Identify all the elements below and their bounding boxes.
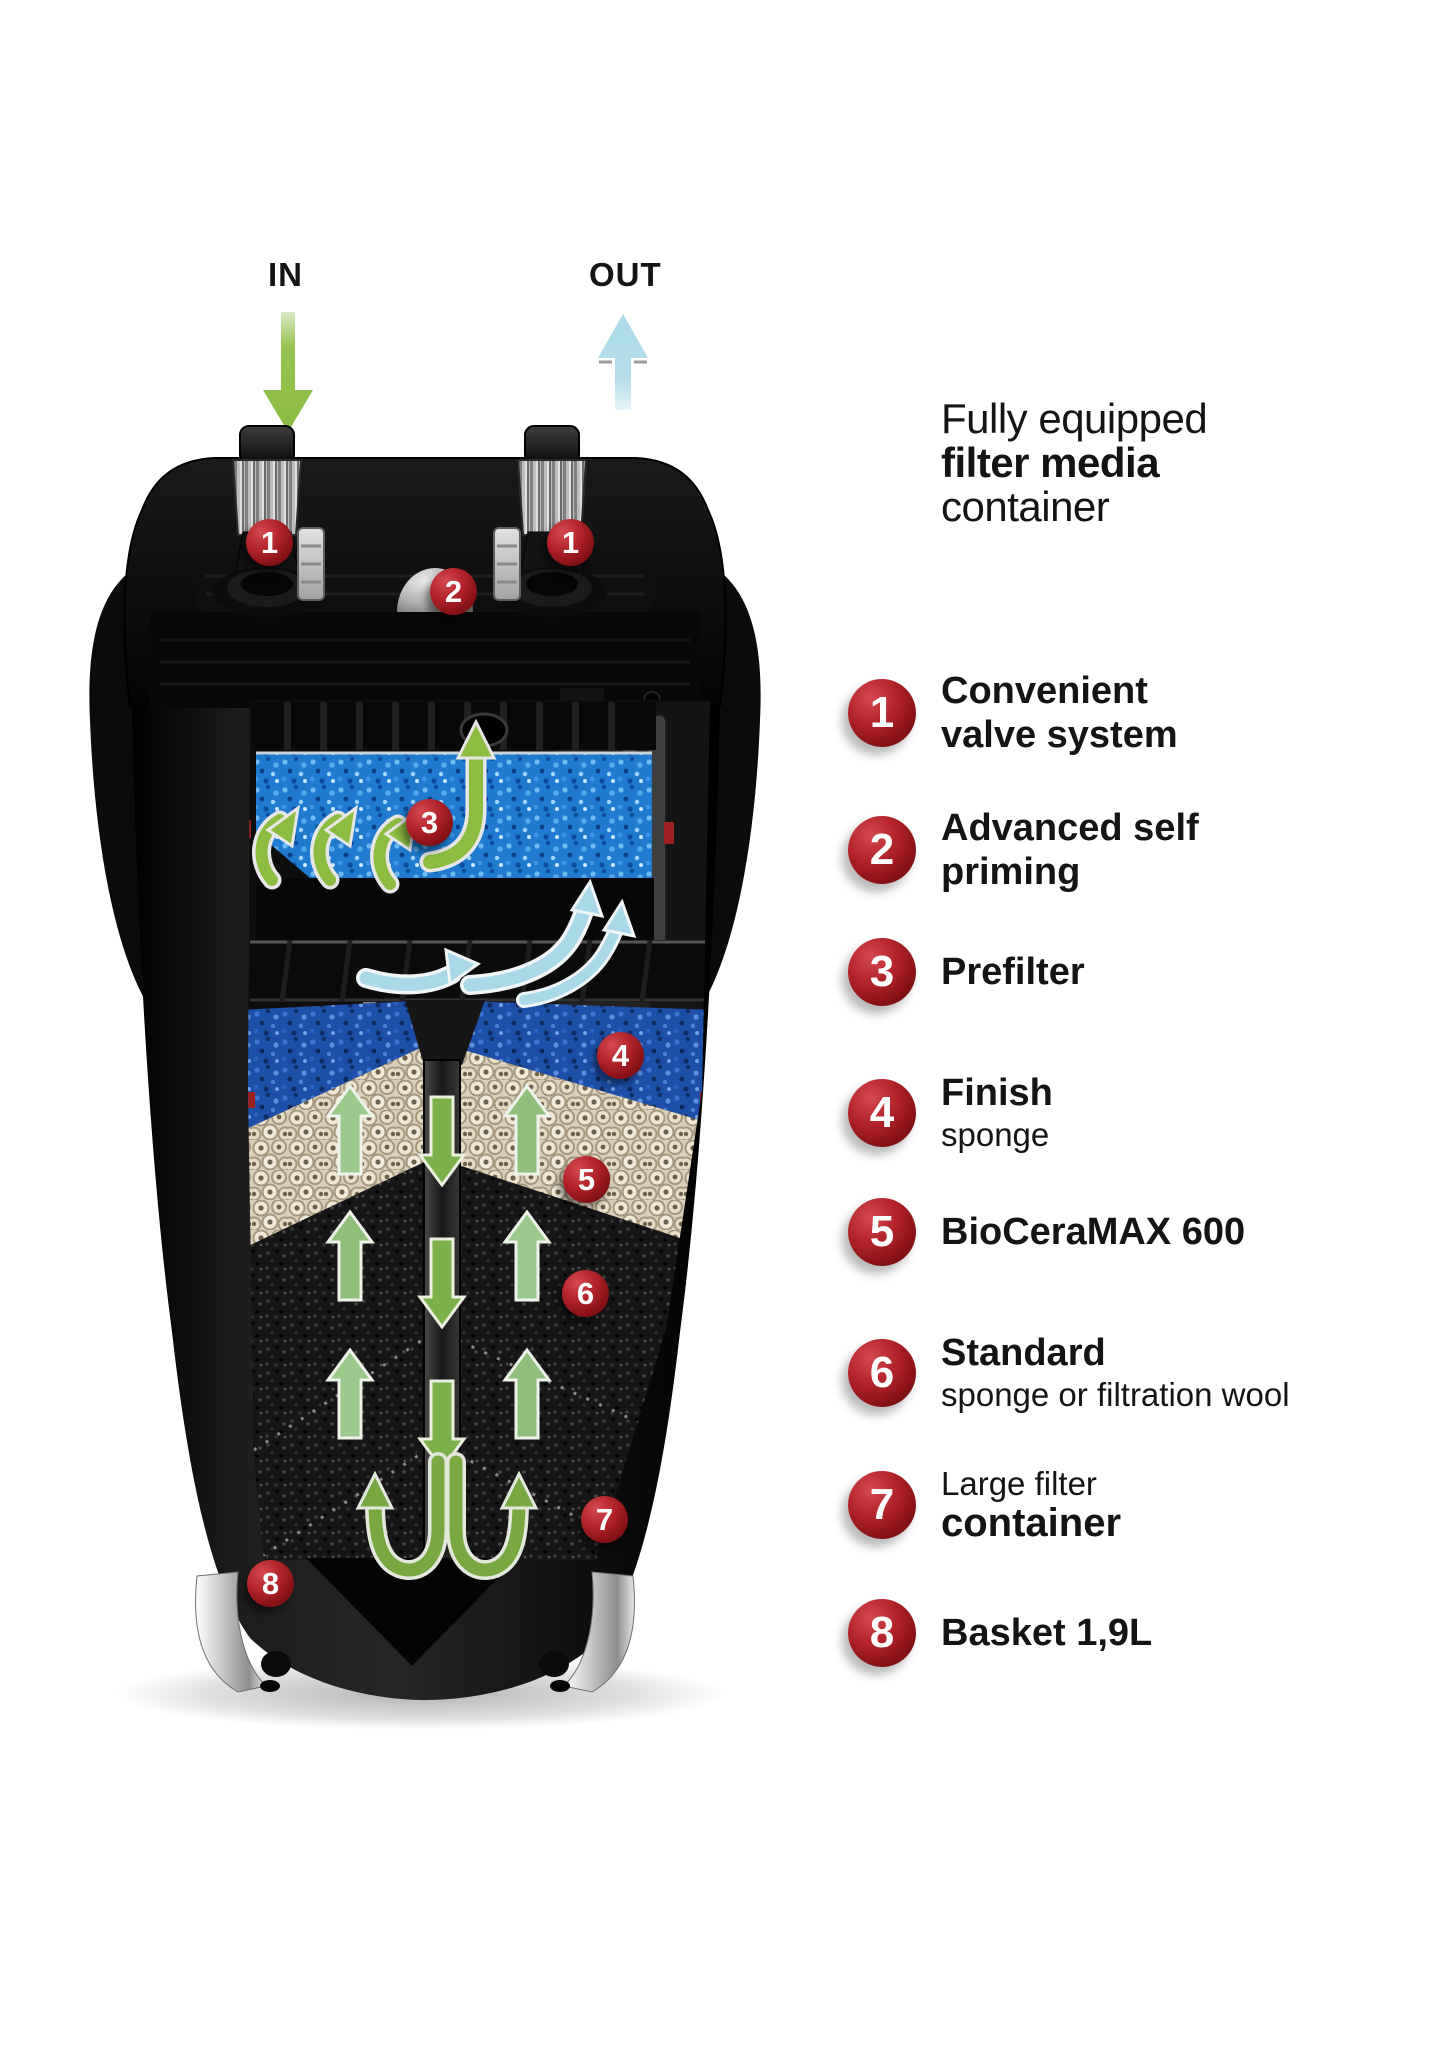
lock-clip-left: [296, 526, 326, 602]
device-badge-8: 8: [247, 1560, 294, 1607]
device-badge-7: 7: [581, 1496, 628, 1543]
title-line-3: container: [941, 483, 1110, 530]
legend-badge-8: 8: [848, 1599, 916, 1667]
prefilter-sponge: [256, 752, 652, 878]
device-badge-1-in: 1: [246, 519, 293, 566]
out-label: OUT: [589, 256, 662, 293]
in-label: IN: [268, 256, 303, 293]
legend-text-6: Standard sponge or filtration wool: [941, 1332, 1290, 1413]
title-line-2: filter media: [941, 439, 1160, 486]
legend-item-5: 5 BioCeraMAX 600: [848, 1198, 1245, 1266]
legend-item-2: 2 Advanced self priming: [848, 806, 1199, 894]
legend-item-7: 7 Large filter container: [848, 1466, 1121, 1544]
legend-badge-7: 7: [848, 1471, 916, 1539]
device-badge-5: 5: [563, 1156, 610, 1203]
legend-text-4: Finish sponge: [941, 1072, 1053, 1153]
legend-badge-2: 2: [848, 816, 916, 884]
lock-clip-right: [492, 526, 522, 602]
legend-item-1: 1 Convenient valve system: [848, 669, 1178, 757]
legend-badge-3: 3: [848, 938, 916, 1006]
in-flow-arrow: [263, 312, 313, 432]
device-badge-3: 3: [406, 799, 453, 846]
legend-text-8: Basket 1,9L: [941, 1612, 1153, 1654]
device-badge-1-out: 1: [547, 519, 594, 566]
base-feet: [195, 1571, 635, 1693]
page-title: Fully equipped filter media container: [941, 395, 1208, 530]
legend-item-3: 3 Prefilter: [848, 938, 1085, 1006]
basket-bottom: [306, 1558, 518, 1666]
canister-head: [123, 457, 727, 709]
legend-item-8: 8 Basket 1,9L: [848, 1599, 1152, 1667]
legend-text-2: Advanced self priming: [941, 807, 1199, 893]
legend-item-6: 6 Standard sponge or filtration wool: [848, 1331, 1290, 1415]
legend-badge-4: 4: [848, 1079, 916, 1147]
finish-sponge-layer: [248, 1000, 710, 1132]
legend-text-3: Prefilter: [941, 951, 1085, 993]
legend-badge-1: 1: [848, 679, 916, 747]
legend-text-7: Large filter container: [941, 1465, 1122, 1545]
legend-text-1: Convenient valve system: [941, 670, 1178, 756]
legend-badge-5: 5: [848, 1198, 916, 1266]
bioceramax-layer: [248, 1042, 710, 1250]
device-badge-6: 6: [562, 1270, 609, 1317]
device-badge-2: 2: [430, 568, 477, 615]
device-badge-4: 4: [597, 1032, 644, 1079]
legend-text-5: BioCeraMAX 600: [941, 1211, 1246, 1253]
title-line-1: Fully equipped: [941, 395, 1208, 442]
legend-badge-6: 6: [848, 1339, 916, 1407]
legend-item-4: 4 Finish sponge: [848, 1071, 1053, 1155]
flow-arrows-internal: [252, 718, 637, 1580]
out-flow-arrow: [598, 314, 648, 410]
